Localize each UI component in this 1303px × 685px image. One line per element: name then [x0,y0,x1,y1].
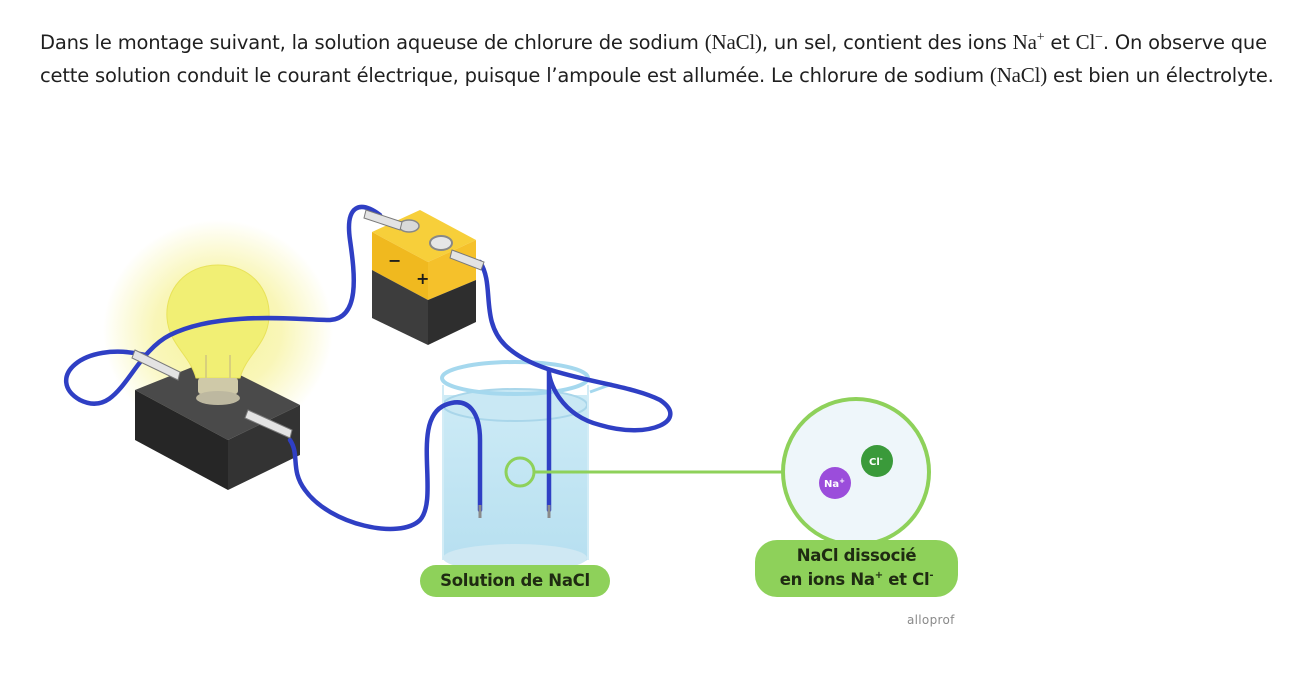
ion-na: Na+ [819,467,851,499]
alligator-clips [131,209,485,439]
circuit-wires [64,204,673,532]
svg-text:Cl-: Cl- [869,455,883,468]
battery-terminal-plus [429,235,453,251]
clip-lamp-right [244,409,293,439]
intro-text-3: et [1044,31,1076,54]
intro-text-5: est bien un électrolyte. [1047,64,1274,87]
ion-cl: Cl- [861,445,893,477]
clip-battery-plus [449,249,485,271]
formula-nacl-2: (NaCl) [989,63,1048,87]
wire-battery-to-electrode [477,259,673,513]
ion-na-formula: Na+ [1012,30,1045,54]
wire-lamp-to-electrode [287,400,483,532]
intro-text-4: . On observe que cette solution conduit … [40,31,1267,87]
label-solution-nacl: Solution de NaCl [420,565,610,597]
battery-9v: − + [372,210,476,345]
clip-lamp-left [131,349,181,381]
intro-paragraph: Dans le montage suivant, la solution aqu… [40,26,1285,92]
intro-text-2: , un sel, contient des ions [761,31,1013,54]
ion-cl-formula: Cl− [1075,30,1103,54]
clip-battery-minus [363,209,403,231]
intro-text-1: Dans le montage suivant, la solution aqu… [40,31,705,54]
label-ions-line2: en ions Na+ et Cl- [779,570,934,589]
alloprof-credit: alloprof [907,613,955,627]
label-nacl-dissociated: NaCl dissocié en ions Na+ et Cl- [755,540,958,597]
battery-plus-sign: + [416,269,429,288]
beaker [440,360,613,572]
wire-bulb-to-battery [64,204,383,406]
battery-minus-sign: − [388,251,401,270]
svg-text:Na+: Na+ [824,477,845,490]
formula-nacl-1: (NaCl) [704,30,762,54]
label-ions-line1: NaCl dissocié [796,546,917,565]
magnifier-circle [781,397,931,547]
